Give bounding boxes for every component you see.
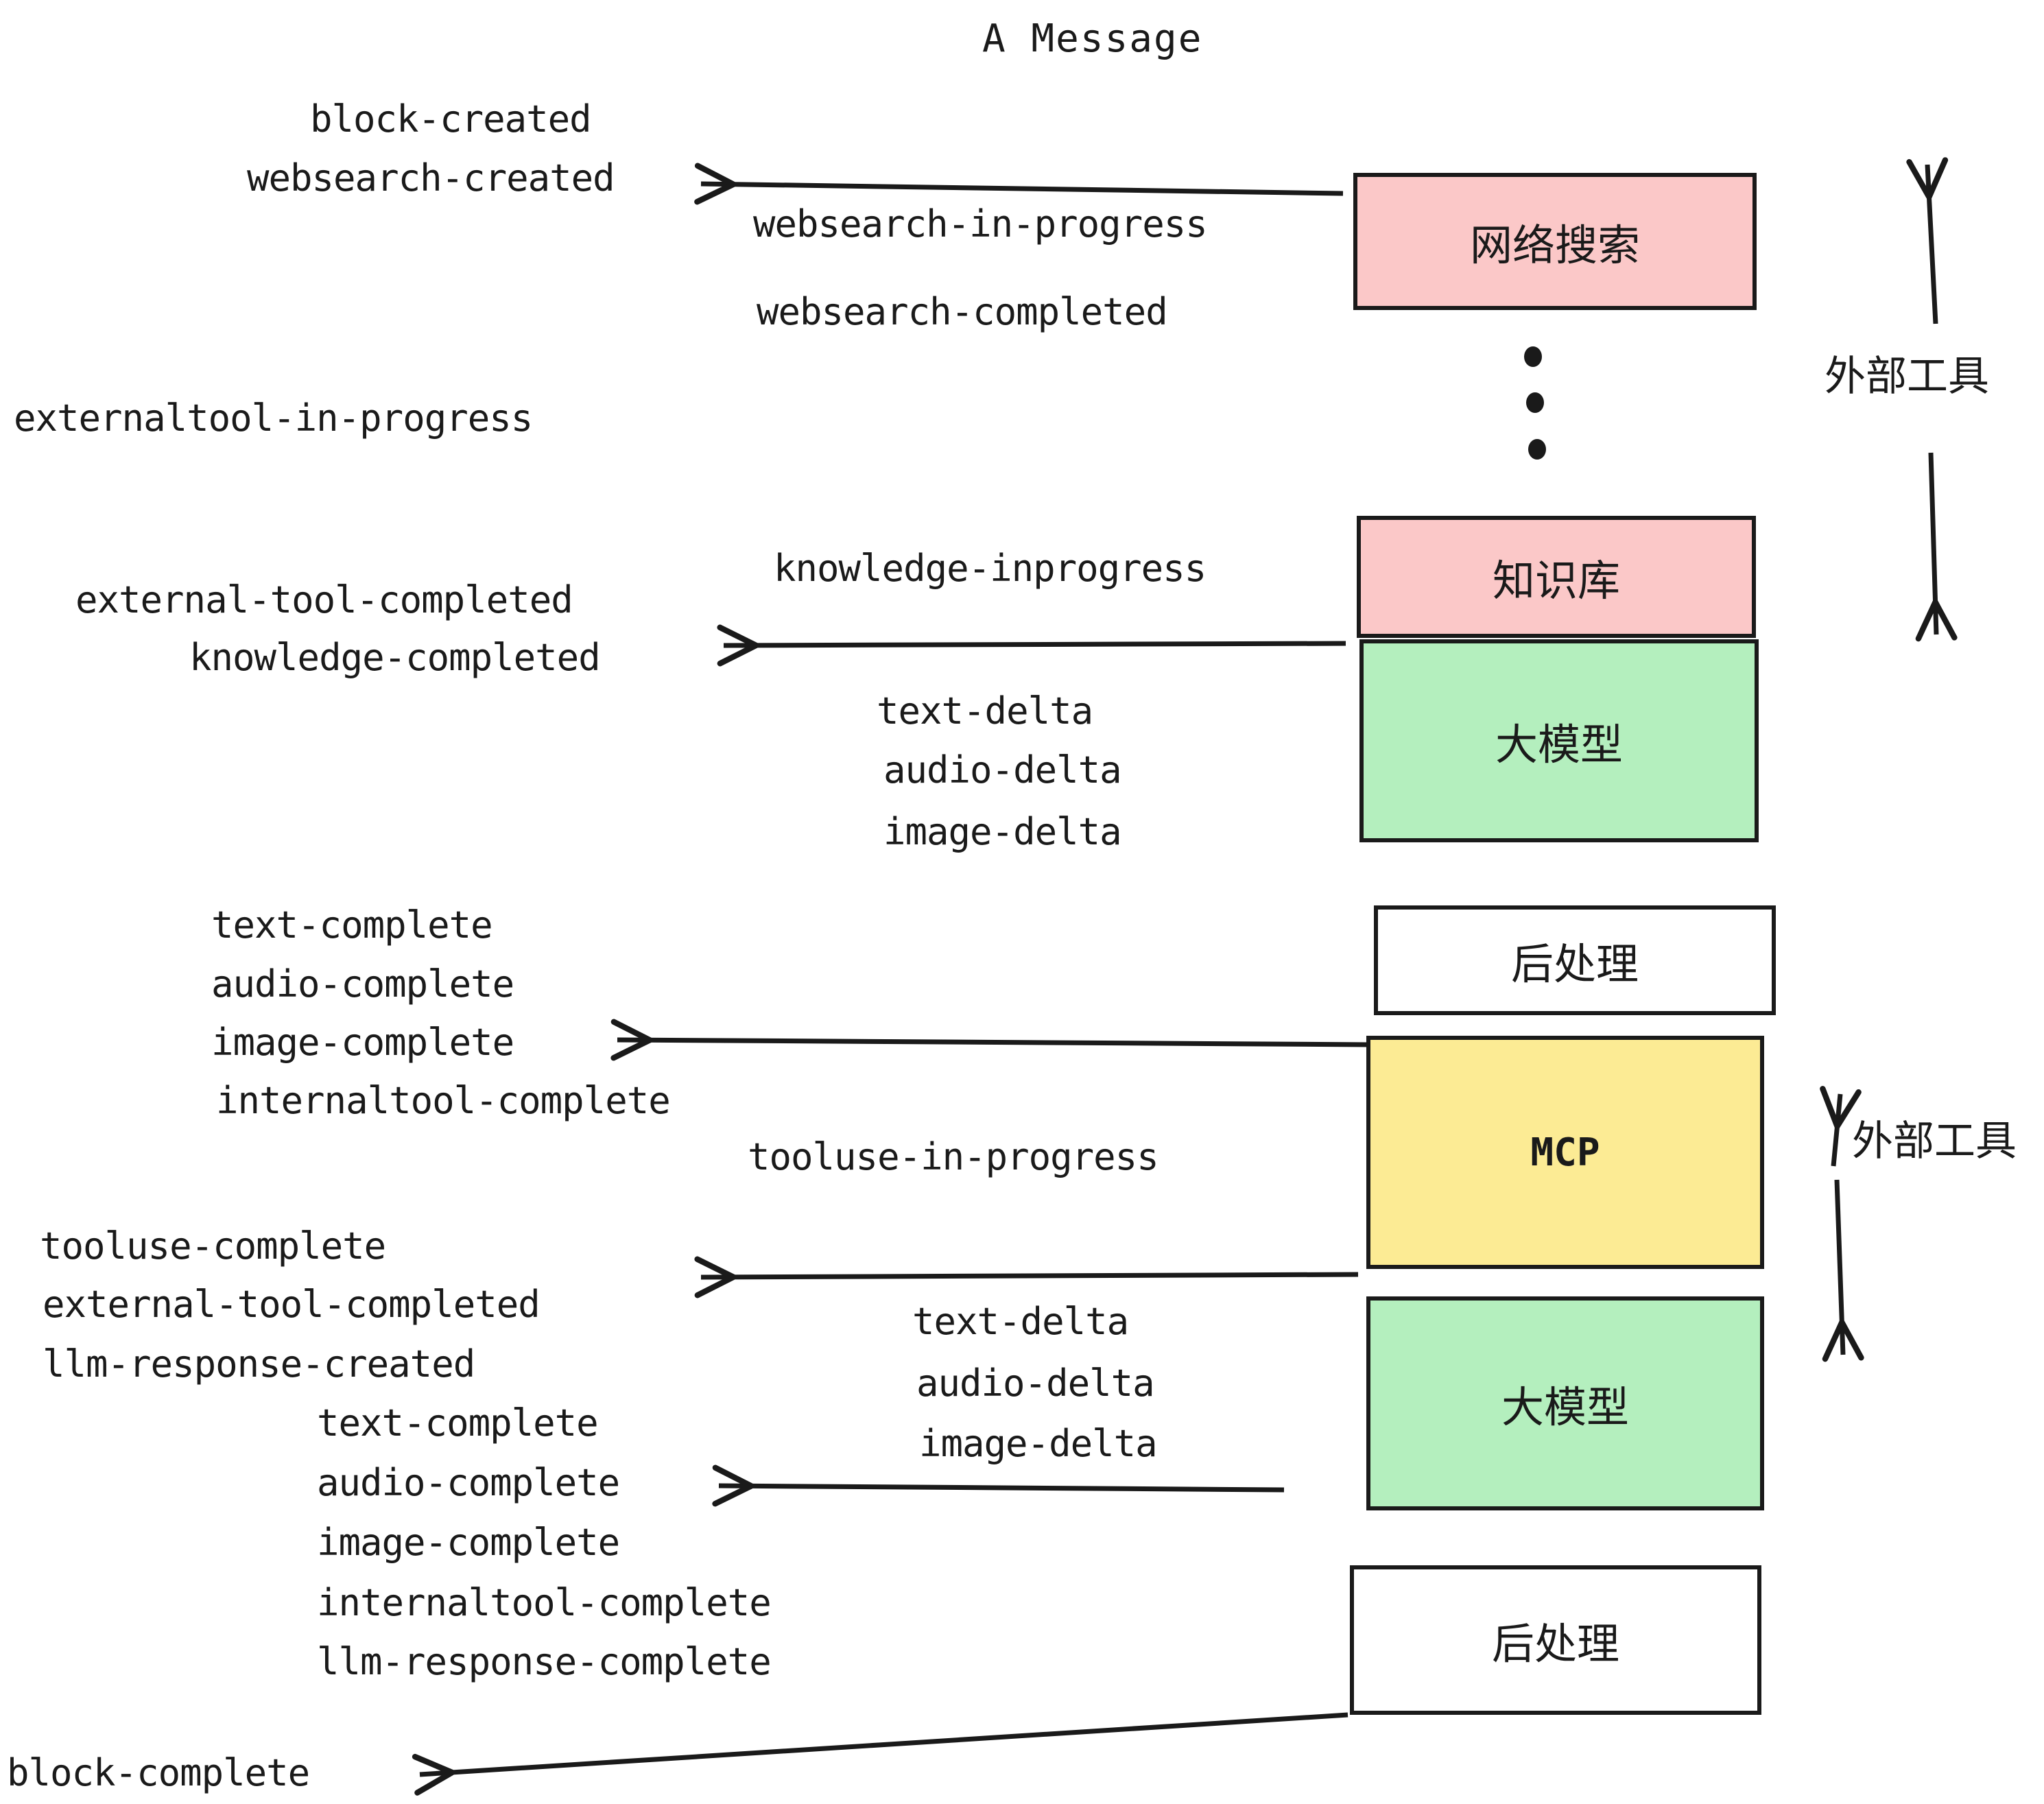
event-label-audio-delta-2: audio-delta: [916, 1362, 1155, 1405]
event-label-text-delta-1: text-delta: [877, 689, 1093, 733]
event-label-text-complete-2: text-complete: [317, 1401, 599, 1445]
event-label-tooluse-complete: tooluse-complete: [40, 1224, 386, 1268]
box-postprocess-1[interactable]: 后处理: [1374, 905, 1776, 1015]
arrow-mcp-to-tooluse-complete: [694, 1256, 1359, 1298]
side-label-external-tools-1: 外部工具: [1825, 353, 1989, 401]
event-label-audio-complete-1: audio-complete: [211, 962, 514, 1006]
event-label-text-complete-1: text-complete: [211, 903, 493, 947]
event-label-image-complete-1: image-complete: [211, 1021, 514, 1064]
event-label-external-tool-completed-2: external-tool-completed: [43, 1283, 540, 1326]
event-label-image-delta-1: image-delta: [883, 810, 1122, 853]
box-postprocess-2[interactable]: 后处理: [1350, 1565, 1761, 1715]
box-knowledge-base[interactable]: 知识库: [1357, 516, 1756, 638]
event-label-websearch-in-progress: websearch-in-progress: [753, 202, 1208, 246]
box-knowledge-base-label: 知识库: [1492, 556, 1620, 606]
arrow-external-tools-down-2: [1822, 1179, 1864, 1362]
event-label-knowledge-completed: knowledge-completed: [189, 636, 601, 679]
side-label-external-tools-2: 外部工具: [1852, 1117, 2017, 1165]
event-label-externaltool-in-progress: externaltool-in-progress: [14, 396, 533, 440]
box-postprocess-2-label: 后处理: [1491, 1619, 1619, 1669]
box-llm-1[interactable]: 大模型: [1359, 639, 1759, 842]
event-label-text-delta-2: text-delta: [912, 1300, 1129, 1343]
arrow-knowledge-to-completed: [717, 624, 1346, 667]
arrow-postprocess-to-block-complete: [412, 1712, 1348, 1796]
event-label-block-complete: block-complete: [7, 1751, 310, 1794]
event-label-knowledge-inprogress: knowledge-inprogress: [774, 547, 1207, 590]
box-mcp-label: MCP: [1530, 1130, 1600, 1175]
event-label-websearch-created: websearch-created: [247, 156, 615, 200]
event-label-internaltool-complete-2: internaltool-complete: [317, 1581, 772, 1624]
event-label-websearch-completed: websearch-completed: [757, 290, 1168, 333]
event-label-image-delta-2: image-delta: [919, 1422, 1158, 1465]
ellipsis-dot-3: [1528, 439, 1546, 460]
arrow-postprocess-to-image-complete: [610, 1019, 1370, 1061]
event-label-image-complete-2: image-complete: [317, 1521, 620, 1564]
event-label-internaltool-complete-1: internaltool-complete: [216, 1079, 671, 1122]
ellipsis-dot-1: [1524, 346, 1542, 367]
box-llm-2[interactable]: 大模型: [1366, 1296, 1764, 1510]
page-title: A Message: [982, 16, 1203, 61]
box-websearch[interactable]: 网络搜索: [1353, 173, 1757, 310]
event-label-tooluse-in-progress: tooluse-in-progress: [748, 1135, 1159, 1178]
arrow-websearch-to-block: [694, 163, 1344, 205]
arrow-external-tools-down-1: [1915, 452, 1958, 642]
box-postprocess-1-label: 后处理: [1510, 939, 1639, 989]
event-label-block-created: block-created: [310, 97, 592, 141]
event-label-llm-response-created: llm-response-created: [43, 1342, 475, 1386]
ellipsis-dot-2: [1526, 392, 1544, 413]
box-llm-2-label: 大模型: [1501, 1382, 1629, 1432]
event-label-audio-complete-2: audio-complete: [317, 1461, 620, 1504]
arrow-external-tools-up-1: [1906, 157, 1949, 324]
event-label-external-tool-completed-1: external-tool-completed: [75, 578, 573, 621]
event-label-audio-delta-1: audio-delta: [883, 748, 1122, 792]
box-websearch-label: 网络搜索: [1469, 220, 1640, 270]
box-llm-1-label: 大模型: [1495, 720, 1623, 770]
arrow-external-tools-up-2: [1820, 1086, 1862, 1167]
arrow-llm-to-audio-complete: [712, 1464, 1285, 1507]
box-mcp[interactable]: MCP: [1366, 1036, 1764, 1269]
event-label-llm-response-complete: llm-response-complete: [317, 1640, 772, 1683]
